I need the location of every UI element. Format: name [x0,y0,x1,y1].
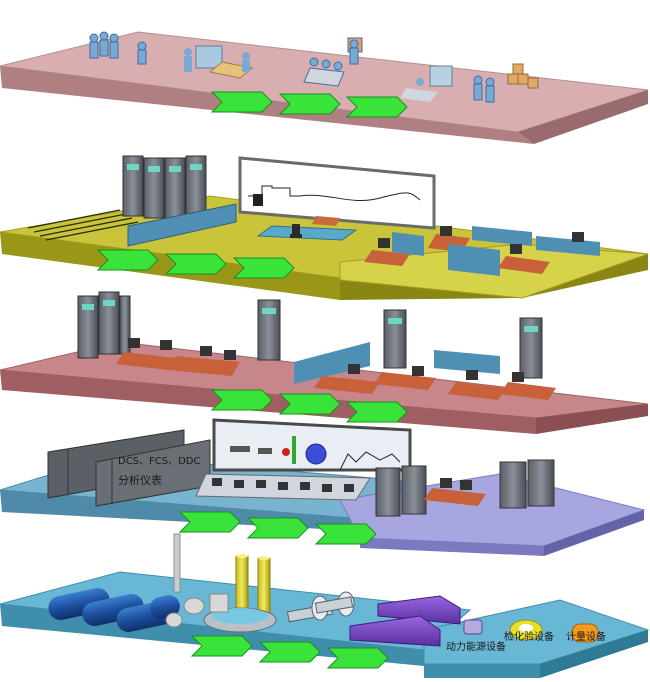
yellow-columns [235,554,271,615]
workstations [116,338,556,400]
lab-equipment-label: 检化验设备 [504,630,554,643]
people-group-icon [89,31,147,65]
lab-device [509,619,543,641]
flow-arrows [190,635,389,669]
meeting-icon [303,37,363,87]
flow-arrows [210,91,408,118]
boxes-icon [507,63,539,89]
pipeline-equipment [286,591,355,623]
office-desk-icon [184,45,254,79]
power-equipment-label: 动力能源设备 [446,640,506,653]
display-wall [238,156,436,230]
power-device [463,619,483,635]
layer-control-center [0,155,649,300]
layer-operation-rooms [0,291,649,434]
layer-control-systems: DCS、FCS、DDC 分析仪表 [0,418,646,556]
purple-units [349,595,461,647]
console-desk [256,225,358,241]
analyzers-label: 分析仪表 [118,473,162,487]
layer-field-equipment: 动力能源设备 检化验设备 计量设备 [0,533,650,678]
workstations [364,226,600,276]
cabinet-bank [47,429,211,507]
partition-wall [127,203,237,247]
cable-lines [27,209,139,241]
control-systems-label: DCS、FCS、DDC [118,456,201,467]
flow-arrows [178,511,377,545]
storage-tanks [48,588,205,632]
chair-icon [290,224,302,238]
metering-device [571,623,599,643]
flow-arrows [210,389,408,423]
desk-top [312,216,340,226]
server-racks [122,155,207,219]
chimney [173,533,181,593]
operator-console [195,473,371,501]
layer-management [0,31,649,144]
workstations [424,478,486,506]
flow-arrows [96,249,295,279]
server-racks [375,459,555,517]
process-display-panel [212,418,412,472]
reactor-tank [203,593,277,633]
metering-equipment-label: 计量设备 [566,630,606,643]
computer-operator-icon [400,65,453,102]
workers-icon [473,75,495,103]
